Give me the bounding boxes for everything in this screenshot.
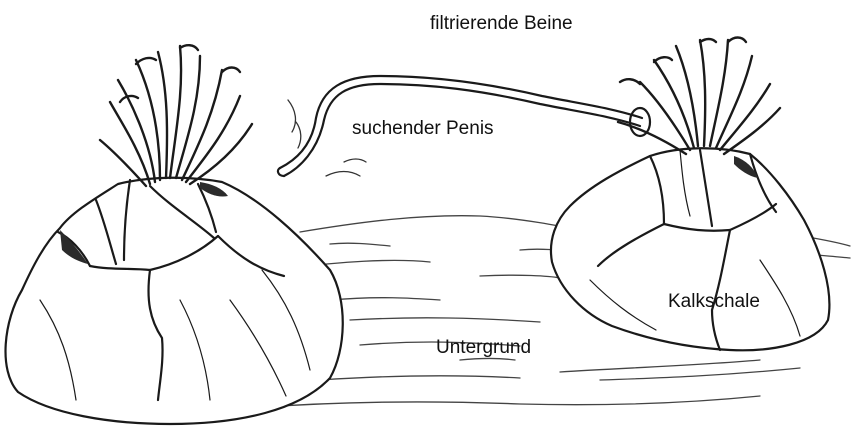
left-shell-outline [6, 178, 343, 424]
label-searching-penis: suchender Penis [352, 119, 494, 138]
left-cirri [100, 45, 252, 186]
label-substrate: Untergrund [436, 338, 531, 357]
label-shell: Kalkschale [668, 292, 760, 311]
right-shell-outline [551, 148, 829, 350]
penis-loop [630, 108, 650, 136]
right-barnacle [551, 148, 829, 350]
label-filter-legs: filtrierende Beine [430, 14, 573, 33]
left-barnacle [6, 178, 343, 424]
